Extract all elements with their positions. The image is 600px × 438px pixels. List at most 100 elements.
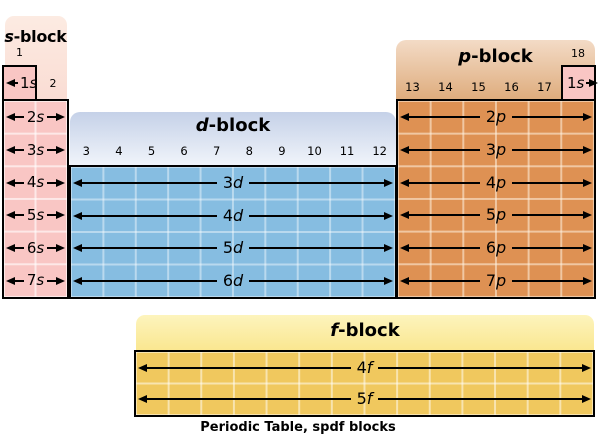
arrowhead-right-icon bbox=[583, 244, 592, 253]
arrow-line bbox=[147, 366, 351, 369]
orbital-row-5p: 5p bbox=[398, 199, 594, 232]
d-block-grid: 3d 4d 5d 6d bbox=[69, 165, 397, 299]
arrowhead-left-icon bbox=[400, 146, 409, 154]
p-block-title-letter: p bbox=[458, 46, 472, 67]
d-block-title-suffix: -block bbox=[208, 115, 271, 136]
group-number-15: 15 bbox=[471, 80, 486, 94]
arrow-line bbox=[378, 366, 583, 369]
arrow-line bbox=[512, 214, 583, 217]
group-number-3: 3 bbox=[82, 144, 90, 158]
orbital-label-5d: 5d bbox=[222, 238, 244, 258]
p-block-title-suffix: -block bbox=[471, 46, 533, 67]
p-group-numbers: 13 14 15 16 17 bbox=[396, 81, 561, 94]
arrowhead-right-icon bbox=[589, 79, 599, 87]
arrow-line bbox=[409, 149, 480, 151]
arrowhead-right-icon bbox=[56, 211, 65, 220]
orbital-label-3d: 3d bbox=[222, 173, 244, 193]
s-block-grid: 2s 3s 4s 5s 6s 7s bbox=[2, 99, 69, 299]
s-block-title-suffix: -block bbox=[13, 27, 67, 46]
arrow-line bbox=[512, 181, 583, 184]
arrowhead-left-icon bbox=[6, 276, 15, 285]
arrowhead-left-icon bbox=[400, 113, 409, 122]
arrow-line bbox=[82, 247, 217, 250]
arrow-line bbox=[409, 279, 480, 282]
orbital-row-7p: 7p bbox=[398, 264, 594, 297]
arrow-line bbox=[15, 149, 24, 151]
arrow-line bbox=[47, 214, 56, 217]
arrow-line bbox=[409, 116, 480, 119]
arrowhead-left-icon bbox=[6, 79, 15, 87]
orbital-row-5d: 5d bbox=[71, 232, 395, 265]
orbital-row-4s: 4s bbox=[4, 166, 67, 199]
arrowhead-left-icon bbox=[73, 244, 82, 253]
cell-1s-helium: 1s bbox=[561, 65, 599, 101]
orbital-label-7p: 7p bbox=[485, 270, 507, 290]
arrowhead-right-icon bbox=[384, 211, 393, 220]
arrowhead-right-icon bbox=[56, 178, 65, 187]
group-number-14: 14 bbox=[438, 80, 453, 94]
arrowhead-right-icon bbox=[384, 276, 393, 285]
group-number-11: 11 bbox=[339, 144, 355, 158]
orbital-row-6d: 6d bbox=[71, 265, 395, 298]
arrowhead-left-icon bbox=[73, 179, 82, 188]
orbital-row-3s: 3s bbox=[4, 134, 67, 167]
arrow-line bbox=[82, 214, 217, 217]
arrowhead-left-icon bbox=[400, 244, 409, 253]
orbital-row-6p: 6p bbox=[398, 232, 594, 265]
orbital-label-2p: 2p bbox=[485, 107, 507, 127]
arrow-line bbox=[47, 279, 56, 282]
f-block-title-letter: f bbox=[330, 320, 339, 341]
orbital-label-5p: 5p bbox=[485, 205, 507, 225]
group-number-6: 6 bbox=[180, 144, 188, 158]
d-block-title: d-block bbox=[70, 115, 396, 137]
d-group-numbers: 3 4 5 6 7 8 9 10 11 12 bbox=[70, 145, 396, 158]
orbital-label-3p: 3p bbox=[485, 140, 507, 159]
f-block-title-suffix: -block bbox=[338, 320, 400, 341]
arrowhead-left-icon bbox=[6, 211, 15, 220]
group-number-7: 7 bbox=[213, 144, 221, 158]
group-number-16: 16 bbox=[504, 80, 519, 94]
f-block-title: f-block bbox=[136, 320, 594, 342]
arrow-line bbox=[82, 182, 217, 185]
orbital-label-5f: 5f bbox=[356, 389, 373, 409]
group-number-17: 17 bbox=[537, 80, 552, 94]
orbital-row-2s: 2s bbox=[4, 101, 67, 134]
orbital-label-3s: 3s bbox=[26, 140, 45, 159]
arrow-line bbox=[15, 247, 24, 250]
arrowhead-right-icon bbox=[56, 276, 65, 285]
orbital-label-7s: 7s bbox=[26, 271, 45, 290]
arrowhead-left-icon bbox=[400, 211, 409, 220]
arrow-line bbox=[249, 279, 384, 282]
arrowhead-left-icon bbox=[73, 276, 82, 285]
orbital-label-1s-he: 1s bbox=[567, 73, 585, 92]
orbital-label-4d: 4d bbox=[222, 205, 244, 225]
orbital-row-4f: 4f bbox=[136, 352, 593, 384]
arrowhead-left-icon bbox=[138, 395, 147, 404]
orbital-label-5s: 5s bbox=[26, 205, 45, 224]
arrowhead-right-icon bbox=[384, 179, 393, 188]
arrow-line bbox=[586, 82, 590, 84]
arrow-line bbox=[249, 182, 384, 185]
arrowhead-left-icon bbox=[400, 178, 409, 187]
orbital-label-6d: 6d bbox=[222, 270, 244, 290]
orbital-label-6p: 6p bbox=[485, 238, 507, 258]
arrowhead-right-icon bbox=[56, 146, 65, 154]
arrowhead-left-icon bbox=[400, 276, 409, 285]
p-block-title: p-block bbox=[396, 46, 595, 68]
arrowhead-right-icon bbox=[583, 146, 592, 154]
arrow-line bbox=[512, 116, 583, 119]
orbital-row-2p: 2p bbox=[398, 101, 594, 134]
arrow-line bbox=[82, 279, 217, 282]
group-number-8: 8 bbox=[245, 144, 253, 158]
arrow-line bbox=[512, 247, 583, 250]
orbital-label-4f: 4f bbox=[356, 357, 373, 377]
arrow-line bbox=[47, 149, 56, 151]
arrowhead-right-icon bbox=[56, 113, 65, 122]
group-number-18: 18 bbox=[571, 47, 585, 60]
group-number-9: 9 bbox=[278, 144, 286, 158]
arrowhead-right-icon bbox=[582, 395, 592, 404]
arrowhead-left-icon bbox=[138, 363, 147, 372]
diagram-caption: Periodic Table, spdf blocks bbox=[200, 420, 396, 435]
orbital-row-3d: 3d bbox=[71, 167, 395, 200]
arrowhead-right-icon bbox=[56, 244, 65, 253]
